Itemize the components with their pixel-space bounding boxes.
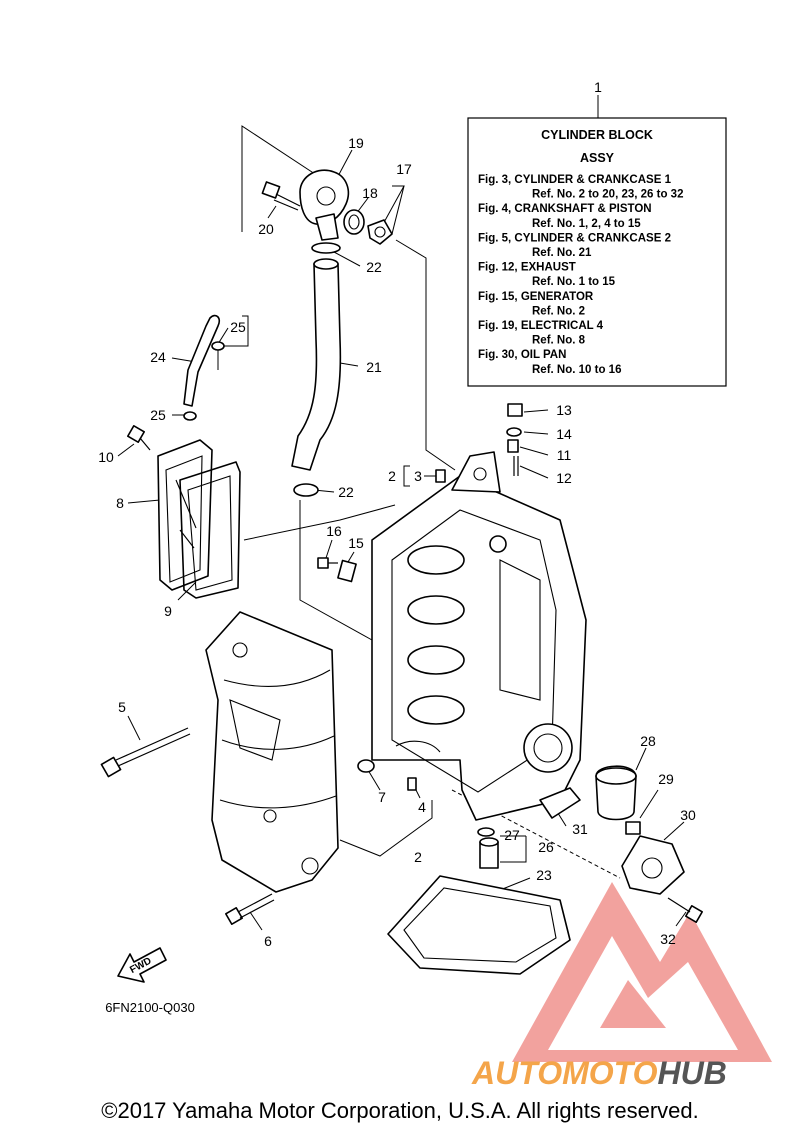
callout-32: 32 — [660, 931, 676, 947]
callout-6: 6 — [264, 933, 272, 949]
box-line: Fig. 19, ELECTRICAL 4 — [478, 320, 604, 332]
box-line: Ref. No. 2 — [532, 305, 585, 317]
callout-13: 13 — [556, 402, 572, 418]
callout-22-upper: 22 — [366, 259, 382, 275]
dowel-3 — [435, 469, 446, 483]
bolt-16 — [317, 557, 338, 569]
reference-box: CYLINDER BLOCK ASSY Fig. 3, CYLINDER & C… — [467, 95, 727, 387]
callout-27: 27 — [504, 827, 520, 843]
callout-9: 9 — [164, 603, 172, 619]
box-line: Ref. No. 1 to 15 — [532, 276, 616, 288]
callout-5: 5 — [118, 699, 126, 715]
callout-21: 21 — [366, 359, 382, 375]
filter-housing-30 — [621, 835, 685, 895]
box-line: Ref. No. 1, 2, 4 to 15 — [532, 218, 641, 230]
clamp-22-lower — [293, 483, 319, 497]
clip-25-lower — [183, 411, 197, 421]
watermark-text: AUTOMOTOHUB — [471, 1055, 727, 1091]
plug-13 — [507, 403, 523, 417]
diagram-code: 6FN2100-Q030 — [105, 1000, 195, 1015]
callout-22-lower: 22 — [338, 484, 354, 500]
clamp-22-upper — [311, 242, 341, 254]
box-line: Fig. 3, CYLINDER & CRANKCASE 1 — [478, 174, 672, 186]
bolt-20 — [261, 181, 301, 211]
callout-10: 10 — [98, 449, 114, 465]
box-line: Ref. No. 2 to 20, 23, 26 to 32 — [532, 189, 683, 201]
gasket-31 — [539, 787, 581, 819]
hose-24 — [183, 314, 221, 407]
oring-14 — [506, 427, 522, 437]
callout-26: 26 — [538, 839, 554, 855]
callout-18: 18 — [362, 185, 378, 201]
crankcase — [205, 611, 339, 893]
pin-11 — [507, 439, 519, 453]
pin-4 — [407, 777, 417, 791]
watermark-logo — [512, 882, 772, 1062]
callout-28: 28 — [640, 733, 656, 749]
gasket-9 — [179, 461, 241, 599]
callout-25-upper: 25 — [230, 319, 246, 335]
union-29 — [625, 821, 641, 835]
collar-26 — [479, 837, 499, 869]
callout-8: 8 — [116, 495, 124, 511]
box-line: Ref. No. 8 — [532, 335, 586, 347]
thermostat-17 — [367, 219, 393, 245]
oil-filter-28 — [595, 765, 637, 821]
box-title-1: CYLINDER BLOCK — [541, 128, 653, 142]
callout-24: 24 — [150, 349, 166, 365]
callout-12: 12 — [556, 470, 572, 486]
callout-14: 14 — [556, 426, 572, 442]
oil-pan-gasket-23 — [387, 875, 571, 975]
callout-30: 30 — [680, 807, 696, 823]
fwd-arrow-icon: FWD — [117, 947, 167, 983]
callout-11: 11 — [557, 447, 572, 463]
callout-29: 29 — [658, 771, 674, 787]
callout-25-lower: 25 — [150, 407, 166, 423]
callout-4: 4 — [418, 799, 426, 815]
pin-15 — [337, 559, 357, 583]
callout-17: 17 — [396, 161, 412, 177]
callout-1: 1 — [594, 79, 602, 95]
watermark-text-part2: HUB — [657, 1055, 726, 1091]
box-line: Fig. 12, EXHAUST — [478, 262, 576, 274]
bolt-6 — [225, 893, 275, 925]
callout-2-top: 2 — [388, 468, 396, 484]
callout-20: 20 — [258, 221, 274, 237]
exhaust-cover-8 — [157, 439, 213, 591]
bolt-10 — [127, 425, 151, 451]
oring-27 — [477, 827, 495, 837]
bolt-5 — [100, 727, 191, 778]
gasket-18 — [343, 209, 365, 235]
callout-23: 23 — [536, 867, 552, 883]
copyright-notice: ©2017 Yamaha Motor Corporation, U.S.A. A… — [101, 1098, 699, 1123]
box-line: Fig. 4, CRANKSHAFT & PISTON — [478, 203, 652, 215]
box-title-2: ASSY — [580, 151, 615, 165]
callout-15: 15 — [348, 535, 364, 551]
callout-19: 19 — [348, 135, 364, 151]
cylinder-block — [371, 451, 587, 821]
callout-2-bottom: 2 — [414, 849, 422, 865]
box-line: Fig. 15, GENERATOR — [478, 291, 594, 303]
oring-7 — [357, 759, 375, 773]
screw-12 — [513, 456, 519, 476]
callout-7: 7 — [378, 789, 386, 805]
box-line: Fig. 30, OIL PAN — [478, 349, 566, 361]
bolt-32 — [667, 897, 703, 923]
hose-21 — [291, 258, 342, 471]
thermostat-cover-19 — [299, 169, 350, 241]
callout-3: 3 — [414, 468, 422, 484]
box-line: Ref. No. 10 to 16 — [532, 364, 621, 376]
box-line: Ref. No. 21 — [532, 247, 592, 259]
clip-25-upper — [211, 341, 225, 351]
callout-31: 31 — [572, 821, 588, 837]
watermark-text-part1: AUTOMOTO — [471, 1055, 658, 1091]
callout-16: 16 — [326, 523, 342, 539]
box-line: Fig. 5, CYLINDER & CRANKCASE 2 — [478, 232, 671, 244]
callout-numbers: 1 19 17 18 20 22 25 24 21 25 13 14 10 11… — [98, 79, 696, 949]
